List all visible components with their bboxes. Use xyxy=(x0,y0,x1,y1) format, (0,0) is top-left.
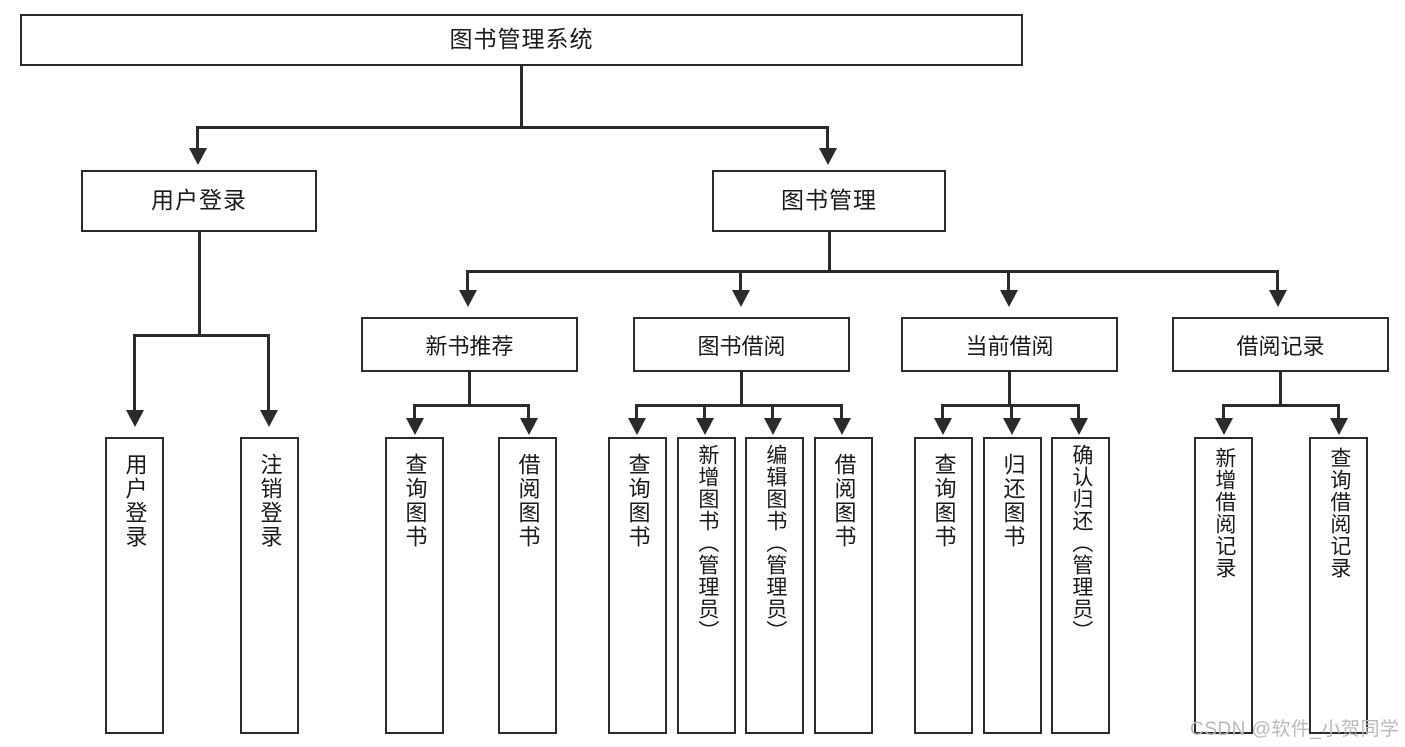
connector-book-borrow-c2 xyxy=(703,404,706,420)
connector-book-borrow-c4 xyxy=(840,404,843,420)
leaf-label: 查询图书 xyxy=(625,453,651,549)
arrow-current-borrow-c2 xyxy=(1003,418,1021,435)
leaf-label: 借阅图书 xyxy=(515,453,541,549)
leaf-borrow-book[interactable]: 借阅图书 xyxy=(814,437,873,734)
node-label: 图书管理 xyxy=(781,187,877,214)
connector-root-to-book-mgmt xyxy=(826,126,829,150)
arrow-new-book-c2 xyxy=(520,418,538,435)
connector-to-current-borrow xyxy=(1007,270,1010,292)
connector-current-borrow-c1 xyxy=(941,404,944,420)
leaf-query-book-borrow[interactable]: 查询图书 xyxy=(608,437,667,734)
leaf-return-book[interactable]: 归还图书 xyxy=(983,437,1042,734)
connector-book-borrow-bus xyxy=(635,404,843,407)
arrow-new-book-c1 xyxy=(406,418,424,435)
leaf-label: 查询借阅记录 xyxy=(1327,447,1351,579)
leaf-query-book-recommend[interactable]: 查询图书 xyxy=(385,437,444,734)
connector-root-bus xyxy=(196,126,829,129)
connector-book-borrow-c3 xyxy=(771,404,774,420)
node-label: 图书借阅 xyxy=(697,333,786,359)
connector-new-book-stem xyxy=(468,372,471,406)
arrow-to-current-borrow xyxy=(1000,290,1018,307)
node-label: 借阅记录 xyxy=(1236,333,1325,359)
arrow-to-new-book xyxy=(459,290,477,307)
arrow-book-borrow-c3 xyxy=(764,418,782,435)
connector-user-login-left xyxy=(133,334,136,412)
leaf-label: 新增借阅记录 xyxy=(1212,447,1236,579)
leaf-label: 用户登录 xyxy=(122,453,148,549)
leaf-label: 编辑图书（管理员） xyxy=(763,444,787,642)
leaf-label: 新增图书（管理员） xyxy=(695,444,719,642)
arrow-to-user-login-leaf xyxy=(126,410,144,427)
arrow-current-borrow-c3 xyxy=(1070,418,1088,435)
leaf-label: 借阅图书 xyxy=(831,453,857,549)
leaf-user-login[interactable]: 用户登录 xyxy=(105,437,164,734)
leaf-logout[interactable]: 注销登录 xyxy=(240,437,299,734)
node-label: 用户登录 xyxy=(151,187,247,214)
connector-to-borrow-record xyxy=(1276,270,1279,292)
node-current-borrow[interactable]: 当前借阅 xyxy=(901,317,1118,372)
leaf-label: 归还图书 xyxy=(1000,453,1026,549)
arrow-borrow-record-c1 xyxy=(1215,418,1233,435)
leaf-label: 查询图书 xyxy=(931,453,957,549)
node-root-system[interactable]: 图书管理系统 xyxy=(20,14,1023,66)
node-book-borrow[interactable]: 图书借阅 xyxy=(633,317,850,372)
arrow-book-borrow-c1 xyxy=(628,418,646,435)
connector-book-borrow-c1 xyxy=(635,404,638,420)
leaf-borrow-book-recommend[interactable]: 借阅图书 xyxy=(498,437,557,734)
connector-borrow-record-bus xyxy=(1222,404,1340,407)
connector-new-book-bus xyxy=(413,404,530,407)
node-borrow-record[interactable]: 借阅记录 xyxy=(1172,317,1389,372)
connector-current-borrow-stem xyxy=(1008,372,1011,406)
arrow-root-to-user-login xyxy=(189,148,207,165)
connector-borrow-record-stem xyxy=(1279,372,1282,406)
arrow-root-to-book-mgmt xyxy=(819,148,837,165)
connector-book-borrow-stem xyxy=(740,372,743,406)
connector-to-new-book xyxy=(466,270,469,292)
node-new-book-recommend[interactable]: 新书推荐 xyxy=(361,317,578,372)
connector-borrow-record-c1 xyxy=(1222,404,1225,420)
connector-borrow-record-c2 xyxy=(1337,404,1340,420)
connector-user-login-right xyxy=(267,334,270,412)
arrow-to-logout-leaf xyxy=(260,410,278,427)
leaf-query-borrow-record[interactable]: 查询借阅记录 xyxy=(1309,437,1368,734)
leaf-query-book-current[interactable]: 查询图书 xyxy=(914,437,973,734)
leaf-label: 注销登录 xyxy=(257,453,283,549)
connector-current-borrow-c3 xyxy=(1077,404,1080,420)
node-label: 图书管理系统 xyxy=(449,26,594,53)
watermark-text: CSDN @软件_小贺同学 xyxy=(1190,719,1400,740)
node-label: 新书推荐 xyxy=(425,333,514,359)
connector-book-mgmt-bus xyxy=(466,270,1279,273)
connector-root-to-user-login xyxy=(196,126,199,150)
arrow-book-borrow-c2 xyxy=(696,418,714,435)
arrow-book-borrow-c4 xyxy=(833,418,851,435)
connector-to-book-borrow xyxy=(739,270,742,292)
arrow-to-borrow-record xyxy=(1269,290,1287,307)
node-user-login[interactable]: 用户登录 xyxy=(81,170,317,232)
leaf-add-book-admin[interactable]: 新增图书（管理员） xyxy=(677,437,736,734)
connector-book-mgmt-stem xyxy=(828,232,831,272)
leaf-label: 确认归还（管理员） xyxy=(1069,444,1093,642)
connector-current-borrow-c2 xyxy=(1010,404,1013,420)
leaf-add-borrow-record[interactable]: 新增借阅记录 xyxy=(1194,437,1253,734)
connector-new-book-c2 xyxy=(527,404,530,420)
connector-user-login-stem xyxy=(198,232,201,336)
node-label: 当前借阅 xyxy=(965,333,1054,359)
leaf-edit-book-admin[interactable]: 编辑图书（管理员） xyxy=(745,437,804,734)
arrow-borrow-record-c2 xyxy=(1330,418,1348,435)
connector-user-login-bus xyxy=(133,334,270,337)
leaf-confirm-return-admin[interactable]: 确认归还（管理员） xyxy=(1051,437,1110,734)
connector-root-stem xyxy=(520,66,523,128)
node-book-management[interactable]: 图书管理 xyxy=(712,170,946,232)
leaf-label: 查询图书 xyxy=(402,453,428,549)
arrow-to-book-borrow xyxy=(732,290,750,307)
connector-new-book-c1 xyxy=(413,404,416,420)
arrow-current-borrow-c1 xyxy=(934,418,952,435)
